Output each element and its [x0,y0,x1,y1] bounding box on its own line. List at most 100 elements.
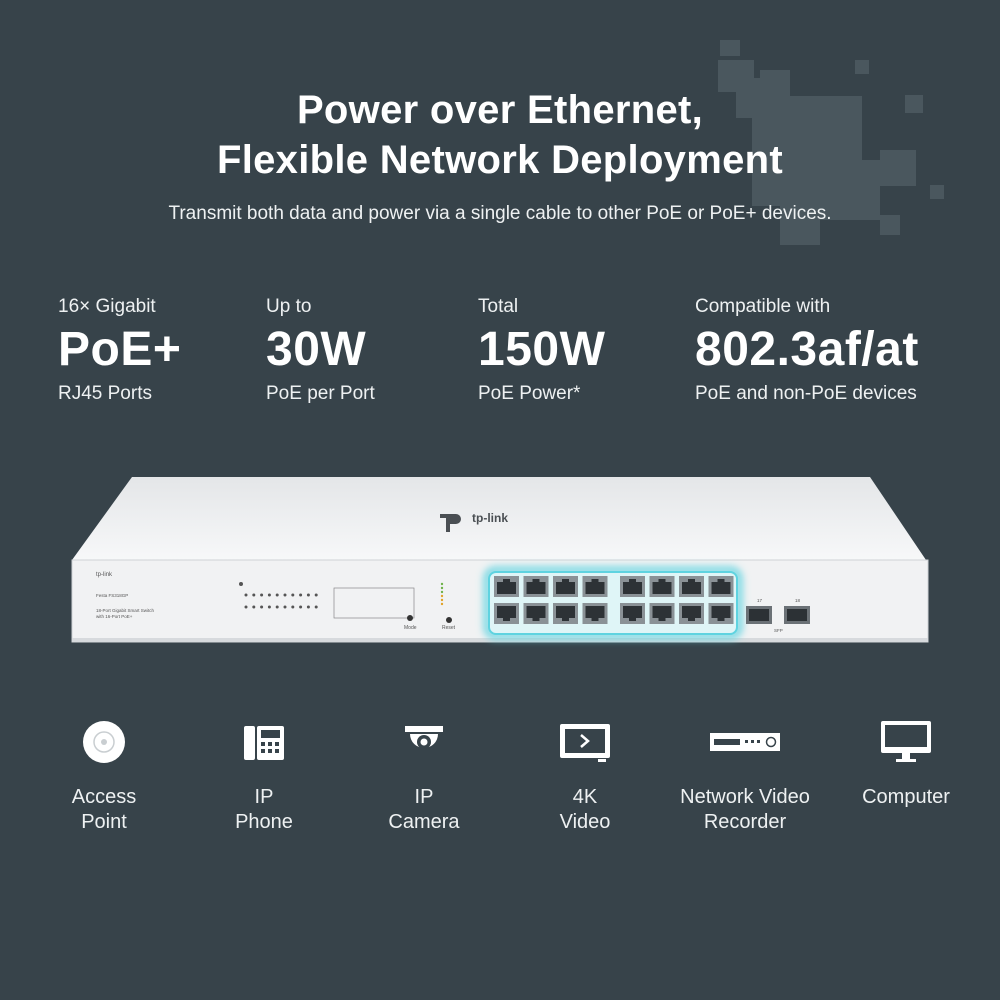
sfp-ports: 17 18 SFP [746,598,810,633]
spec-ports-value: PoE+ [58,323,182,376]
status-led [299,605,303,609]
rj45-port [649,576,675,597]
ip-phone-icon [189,712,339,772]
rj45-port [553,576,578,597]
port-highlight-glow [484,567,742,639]
rj45-port [523,603,549,624]
status-led [244,593,248,597]
subtitle: Transmit both data and power via a singl… [168,203,832,224]
tp-link-logo-top: tp-link [440,511,508,532]
indicator-legend-led [440,586,444,590]
access-point-icon [29,712,179,772]
status-led [306,605,310,609]
device-4k-video: 4K Video [510,712,660,835]
brand-top-text: tp-link [472,511,508,525]
status-led [299,593,303,597]
nvr-icon [670,712,820,772]
reset-label: Reset [442,625,456,631]
device-access-point: Access Point [29,712,179,835]
spec-ports-pre: 16× Gigabit [58,296,156,317]
mode-label: Mode [404,625,417,631]
power-led [239,582,243,586]
spec-total-value: 150W [478,323,606,376]
model-text: Festa FS318GP [96,593,128,598]
device-nvr-label: Network Video Recorder [680,786,810,833]
spec-per-port: Up to 30W PoE per Port [266,294,375,407]
port-highlight-border [488,571,738,635]
spec-ports: 16× Gigabit PoE+ RJ45 Ports [58,294,181,407]
device-ip-phone: IP Phone [189,712,339,835]
computer-icon [831,712,981,772]
status-led [283,593,287,597]
device-computer-label: Computer [862,786,950,808]
spec-compatibility-pre: Compatible with [695,296,831,317]
switch-svg: tp-link tp-link Festa FS318GP 18-Port Gi… [71,477,929,643]
spec-per-port-pre: Up to [266,296,312,317]
device-ip-camera-label: IP Camera [388,786,460,833]
brand-front-text: tp-link [96,572,113,578]
status-led [291,593,295,597]
rj45-port [523,576,549,597]
status-led [291,605,295,609]
description-line-1: 18-Port Gigabit Smart Switch [96,608,155,613]
status-led [283,605,287,609]
device-access-point-label: Access Point [71,786,137,833]
indicator-legend-led [440,590,444,594]
mode-button[interactable] [407,615,413,621]
poe-switch-illustration: tp-link tp-link Festa FS318GP 18-Port Gi… [60,470,940,660]
spec-total-post: PoE Power* [478,383,581,404]
indicator-legend-led [440,594,444,598]
headline-line-1: Power over Ethernet, [296,88,704,132]
spec-compatibility: Compatible with 802.3af/at PoE and non-P… [695,294,919,407]
status-led [244,605,248,609]
rj45-port [582,576,608,597]
description-line-2: with 16-Port PoE+ [96,614,133,619]
sfp-label: SFP [774,628,783,633]
mode-box [333,587,415,619]
device-4k-video-label: 4K Video [559,786,611,833]
decorative-pixel-pattern [718,40,944,245]
video-4k-icon [510,712,660,772]
device-computer: Computer [831,712,981,810]
device-ip-phone-label: IP Phone [235,786,293,833]
status-led [267,605,271,609]
headline-line-2: Flexible Network Deployment [216,138,783,182]
spec-ports-post: RJ45 Ports [58,383,152,404]
status-led [275,593,279,597]
status-led [252,605,256,609]
indicator-legend-led [440,598,444,602]
spec-total-pre: Total [478,296,519,317]
sfp-number-17: 17 [757,598,763,603]
status-led [275,605,279,609]
reset-button[interactable] [446,617,452,623]
rj45-port [679,603,704,624]
spec-per-port-value: 30W [266,323,367,376]
status-led [314,605,318,609]
rj45-port [620,576,645,597]
rj45-port [679,576,704,597]
switch-top-surface [72,477,926,560]
spec-total: Total 150W PoE Power* [478,294,605,407]
device-nvr: Network Video Recorder [670,712,820,835]
rj45-port [582,603,608,624]
rj45-port [620,603,645,624]
rj45-port [494,603,519,624]
rj45-port [494,576,519,597]
status-led [314,593,318,597]
status-led [306,593,310,597]
status-led-panel [239,582,444,609]
indicator-legend-led [440,582,444,586]
status-led [267,593,271,597]
status-led [260,605,264,609]
status-led [252,593,256,597]
rj45-port [708,576,734,597]
spec-compatibility-post: PoE and non-PoE devices [695,383,917,404]
rj45-port [649,603,675,624]
status-led [260,593,264,597]
rj45-port [553,603,578,624]
rj45-port [708,603,734,624]
sfp-number-18: 18 [795,598,801,603]
spec-compatibility-value: 802.3af/at [695,323,919,376]
device-ip-camera: IP Camera [349,712,499,835]
ip-camera-icon [349,712,499,772]
